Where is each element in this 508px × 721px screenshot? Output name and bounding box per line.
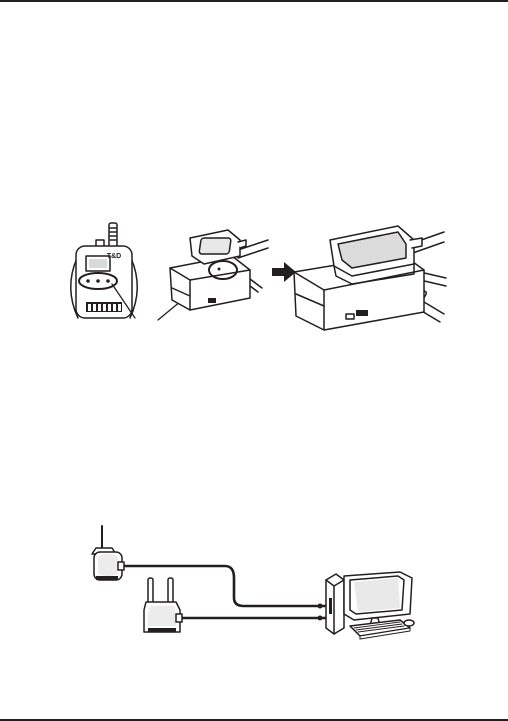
arrow-right-icon: [272, 262, 296, 282]
logger-on-base-small: [170, 230, 268, 310]
logger-on-base-large: [294, 226, 446, 330]
top-rule: [0, 0, 508, 2]
pc-tower: [326, 574, 344, 634]
figure-pc-connection: [0, 518, 508, 646]
pc-mouse: [404, 620, 414, 626]
figure-logger-on-base: T&D: [0, 218, 508, 340]
base-station: [144, 578, 182, 632]
logger-front-view: [71, 223, 138, 318]
wireless-logger: [92, 526, 124, 580]
logger-brand-logo: T&D: [107, 253, 121, 260]
figure-pc-connection-svg: [0, 518, 508, 646]
pc-keyboard: [350, 620, 410, 639]
figure-logger-on-base-svg: T&D: [0, 218, 508, 340]
